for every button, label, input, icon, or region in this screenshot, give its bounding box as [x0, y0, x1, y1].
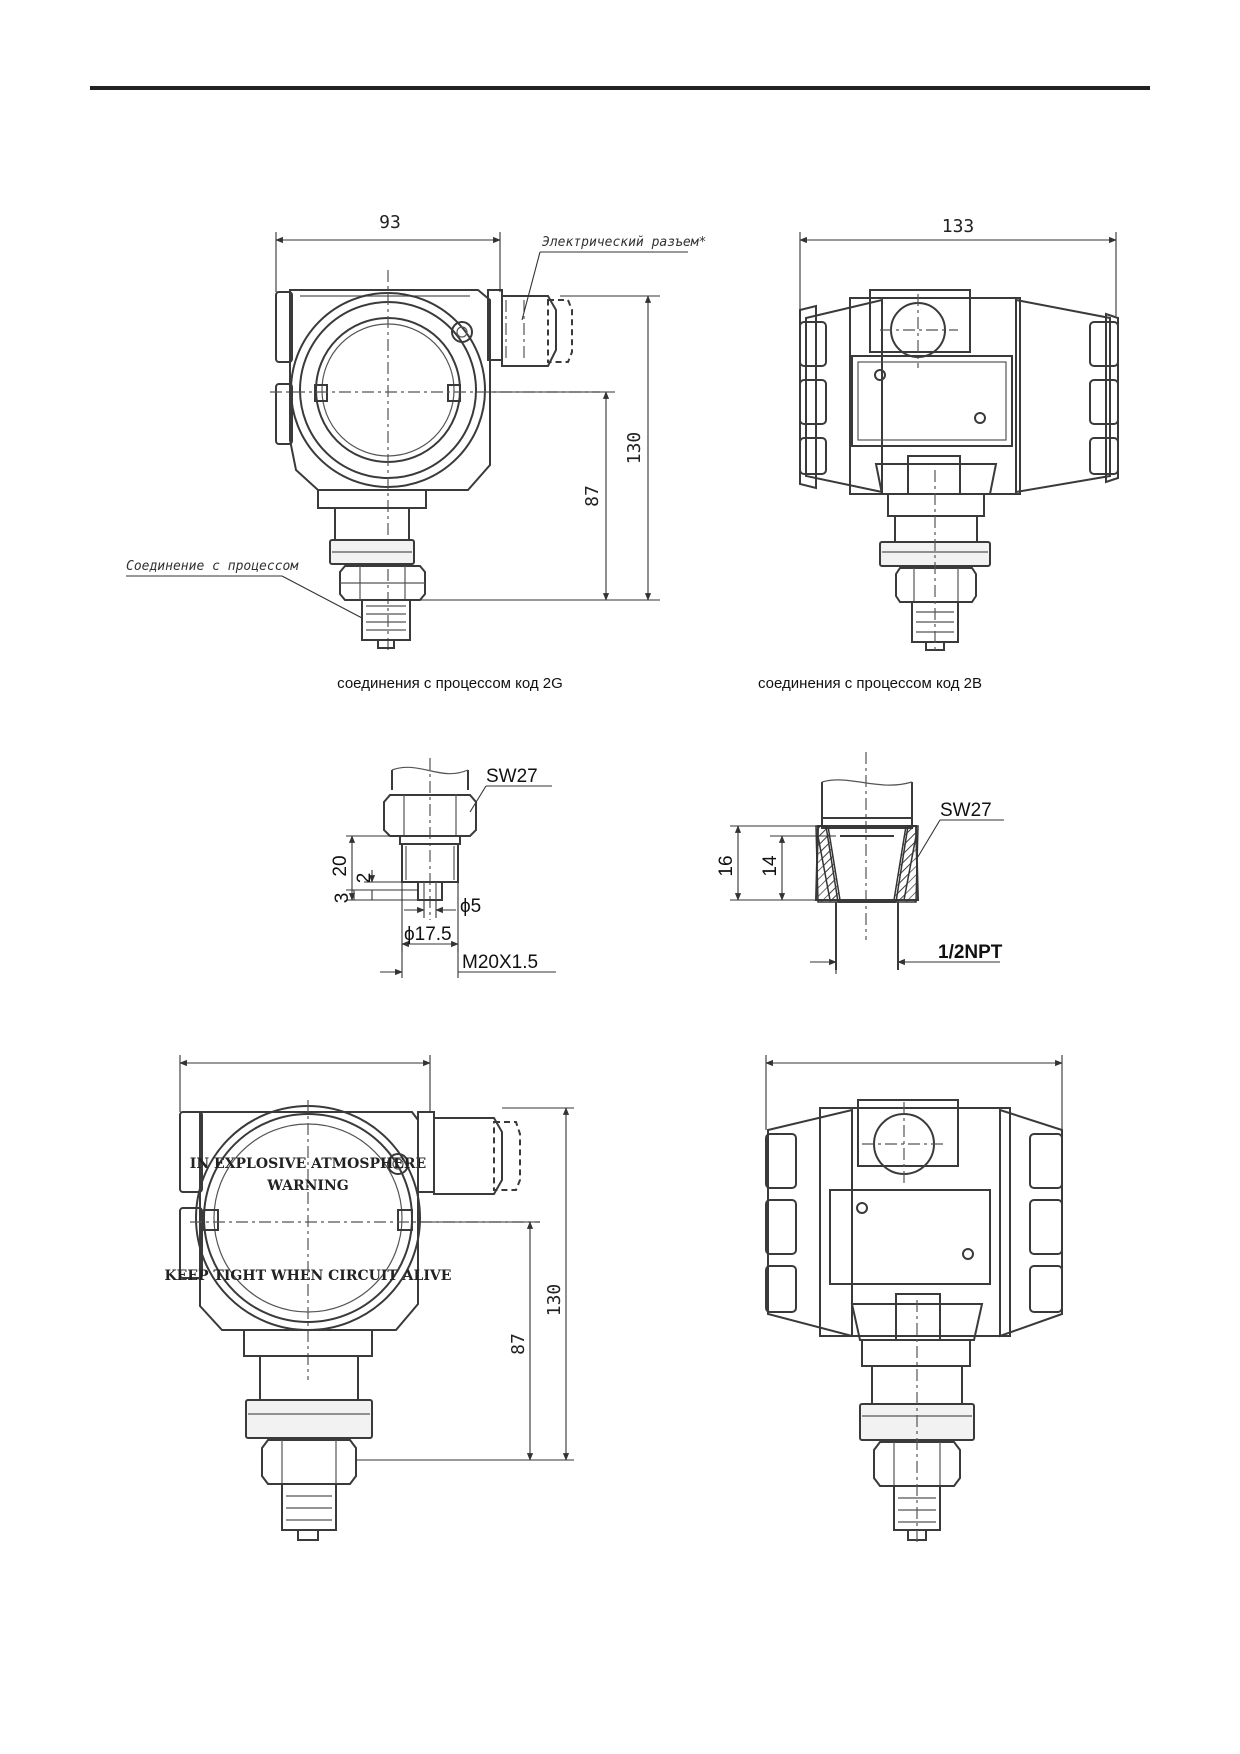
detail-2g-m20: M20X1.5	[462, 952, 538, 973]
caption-2g: соединения с процессом код 2G	[337, 675, 563, 692]
dim-height-87: 87	[582, 485, 603, 507]
view-front-warning: IN EXPLOSIVE ATMOSPHERE WARNING KEEP TIG…	[165, 1055, 574, 1541]
dim-bottom-height-87: 87	[508, 1333, 529, 1355]
detail-2b: SW27 16 14 1/2NPT	[716, 752, 1004, 974]
detail-2g-dim-3: 3	[332, 893, 353, 904]
detail-2g-dim-2: 2	[354, 873, 375, 884]
warning-line1: IN EXPLOSIVE ATMOSPHERE	[190, 1156, 426, 1172]
warning-line2: WARNING	[266, 1178, 348, 1194]
dim-width-93: 93	[379, 212, 401, 233]
view-front-2g: 93 Электрический разъем* 130 87 Соединен…	[126, 212, 706, 650]
detail-2g-phi5: ϕ5	[460, 896, 481, 917]
detail-2g-phi17-5: ϕ17.5	[404, 924, 452, 945]
warning-line3: KEEP TIGHT WHEN CIRCUIT ALIVE	[165, 1268, 452, 1284]
detail-2g-sw27: SW27	[486, 766, 538, 787]
view-side-bottom	[765, 1055, 1063, 1546]
label-electrical-connector: Электрический разъем*	[542, 235, 706, 250]
dim-width-133: 133	[942, 216, 975, 237]
dim-bottom-height-130: 130	[544, 1284, 565, 1317]
detail-2b-sw27: SW27	[940, 800, 992, 821]
view-side-2b: 133	[799, 216, 1119, 654]
detail-2b-dim-14: 14	[760, 855, 781, 877]
detail-2b-npt: 1/2NPT	[938, 942, 1003, 963]
detail-2g-dim-20: 20	[330, 855, 351, 876]
dim-height-130: 130	[624, 432, 645, 465]
detail-2g: SW27 20 2 3 ϕ5 ϕ17.5 M20X1.5	[330, 758, 556, 978]
label-process-connection: Соединение с процессом	[126, 559, 299, 574]
caption-2b: соединения с процессом код 2B	[758, 675, 982, 692]
detail-2b-dim-16: 16	[716, 855, 737, 876]
